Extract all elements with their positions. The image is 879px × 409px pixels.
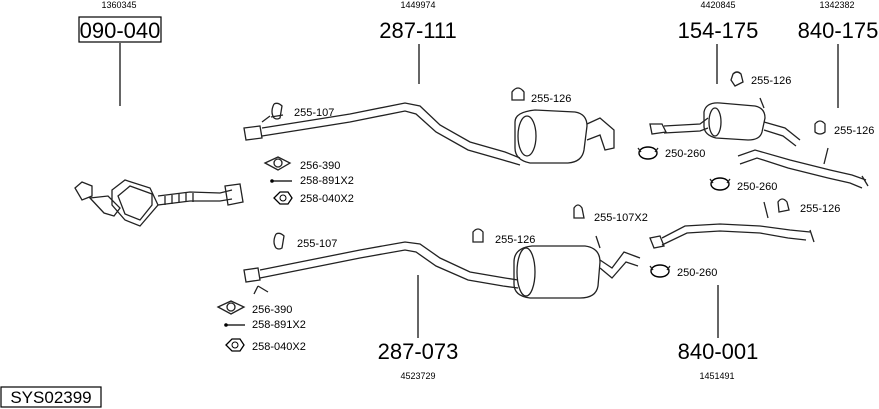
label-256-390-a: 256-390 (300, 160, 340, 172)
label-255-107x2-p: 255-107X2 (594, 212, 648, 224)
part-154-175[interactable]: 154-175 (678, 18, 759, 43)
clamp-icon (637, 146, 659, 160)
ref-1360345: 1360345 (101, 0, 136, 10)
bolt-icon (224, 323, 245, 327)
label-258-891x2-a: 258-891X2 (300, 175, 354, 187)
bolt-icon (270, 179, 292, 183)
part-840-175[interactable]: 840-175 (798, 18, 879, 43)
label-256-390-l: 256-390 (252, 304, 292, 316)
label-255-107-a: 255-107 (294, 107, 334, 119)
ref-4523729: 4523729 (400, 371, 435, 381)
nut-icon (273, 191, 293, 205)
label-258-891x2-m: 258-891X2 (252, 319, 306, 331)
hanger-icon (730, 71, 744, 87)
part-box-090-040 (78, 16, 162, 43)
tail-pipe-840-175-drawing (737, 147, 869, 189)
label-255-126-f: 255-126 (751, 75, 791, 87)
label-255-126-e: 255-126 (531, 93, 571, 105)
hanger-icon (777, 198, 790, 213)
front-pipe-287-111-drawing (243, 102, 521, 166)
clamp-icon (709, 177, 731, 191)
label-258-040x2-n: 258-040X2 (252, 341, 306, 353)
label-250-260-i: 250-260 (737, 181, 777, 193)
middle-muffler-287-073-drawing (513, 235, 641, 299)
ref-1342382: 1342382 (819, 0, 854, 10)
label-255-107-k: 255-107 (297, 238, 337, 250)
part-840-001[interactable]: 840-001 (678, 339, 759, 364)
front-pipe-287-073-drawing (243, 241, 519, 295)
hanger-icon (270, 102, 284, 120)
nut-icon (225, 338, 245, 352)
label-250-260-g: 250-260 (665, 148, 705, 160)
ref-4420845: 4420845 (700, 0, 735, 10)
clamp-icon (649, 264, 671, 278)
label-255-126-o: 255-126 (495, 234, 535, 246)
label-258-040x2-a: 258-040X2 (300, 193, 354, 205)
hanger-icon (573, 204, 585, 219)
rear-muffler-287-111-drawing (514, 109, 615, 164)
diagram-code: SYS02399 (10, 388, 91, 407)
catalytic-converter-drawing (74, 179, 244, 227)
part-287-111[interactable]: 287-111 (379, 18, 456, 43)
hanger-icon (472, 228, 484, 243)
ref-1449974: 1449974 (400, 0, 435, 10)
ref-1451491: 1451491 (699, 371, 734, 381)
diagram-code-box (0, 386, 102, 408)
hanger-icon (814, 120, 826, 135)
hanger-icon (273, 232, 285, 250)
part-287-073[interactable]: 287-073 (378, 339, 459, 364)
gasket-icon (263, 156, 292, 171)
label-255-126-j: 255-126 (800, 203, 840, 215)
label-255-126-h: 255-126 (834, 125, 874, 137)
label-250-260-q: 250-260 (677, 267, 717, 279)
rear-silencer-154-175-drawing (649, 97, 801, 147)
hanger-icon (511, 87, 525, 101)
tail-pipe-840-001-drawing (649, 201, 815, 249)
gasket-icon (216, 300, 246, 315)
part-090-040[interactable]: 090-040 (80, 18, 161, 43)
